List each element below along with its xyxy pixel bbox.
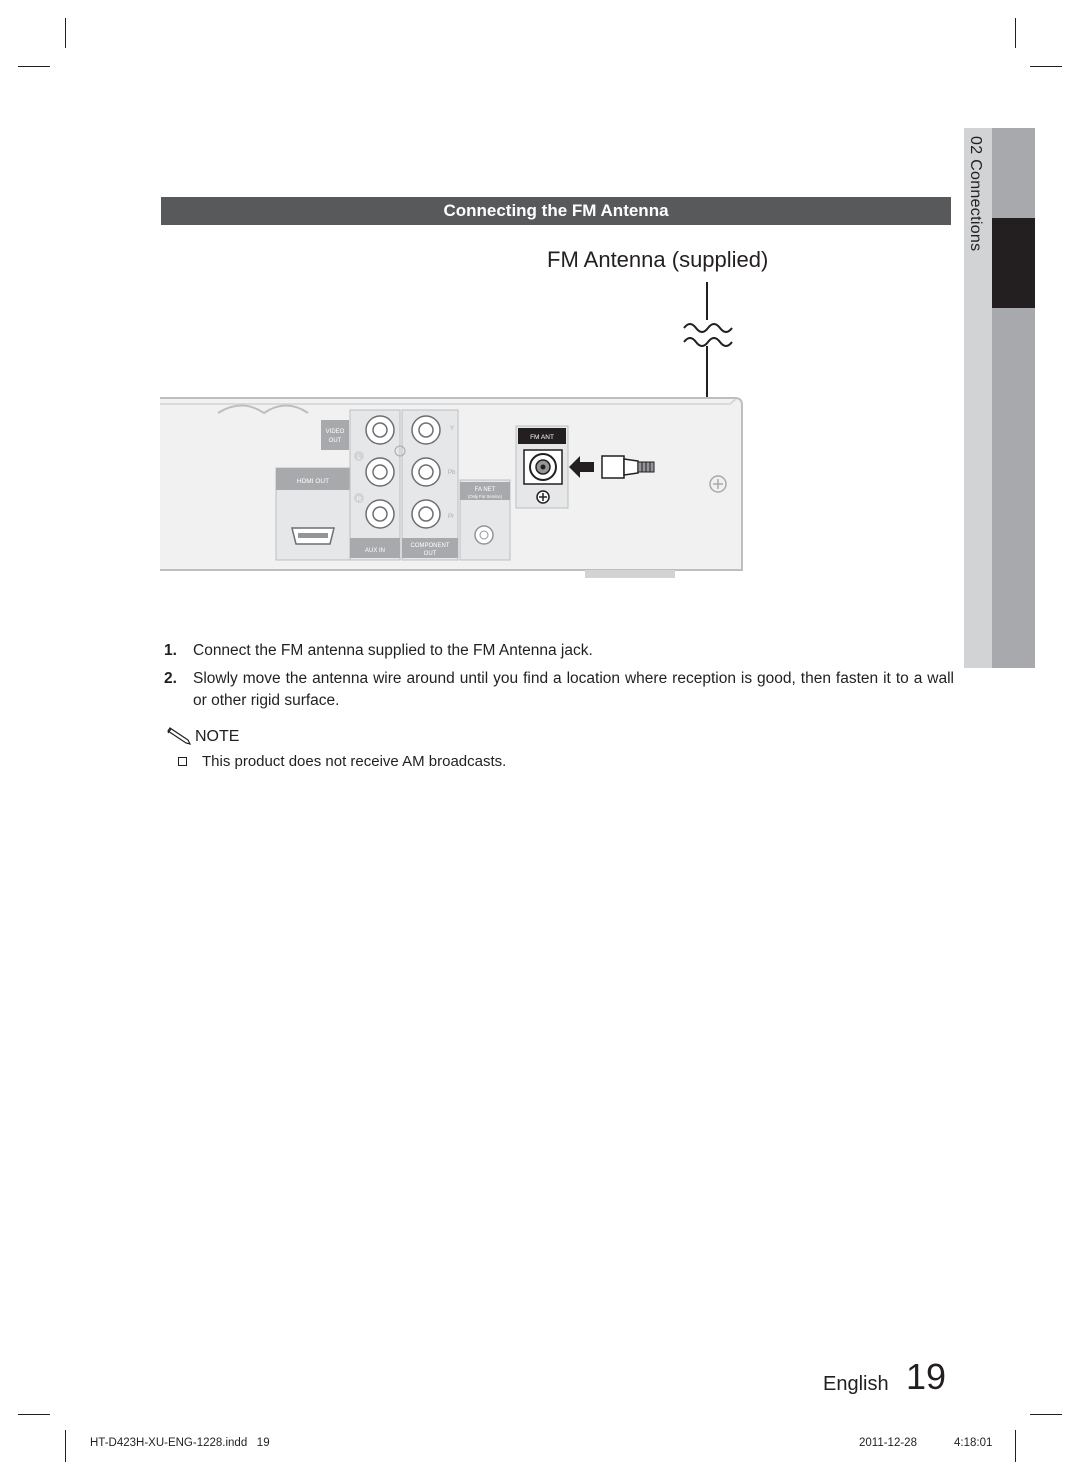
antenna-plug — [601, 455, 655, 479]
chapter-tab-dark — [992, 128, 1035, 668]
insert-arrow-icon — [569, 456, 594, 478]
step-2: 2. Slowly move the antenna wire around u… — [164, 668, 954, 712]
chapter-tab-light — [964, 128, 992, 668]
component-pb-label: Pb — [448, 470, 456, 476]
step-number: 2. — [164, 670, 177, 687]
aux-in-label: AUX IN — [365, 548, 385, 554]
section-title: Connecting the FM Antenna — [443, 201, 669, 220]
crop-mark — [18, 1414, 50, 1415]
fm-ant-label: FM ANT — [530, 434, 554, 441]
component-pr-label: Pr — [448, 514, 454, 520]
aux-r-label: R — [357, 497, 362, 503]
crop-mark — [65, 1430, 66, 1462]
fa-net-sub-label: (Only For Service) — [468, 494, 503, 499]
slug-file: HT-D423H-XU-ENG-1228.indd 19 — [90, 1437, 270, 1449]
aux-l-label: L — [357, 455, 361, 461]
component-y-label: Y — [450, 426, 454, 432]
chapter-label: 02 Connections — [967, 136, 984, 252]
note-title: NOTE — [195, 728, 240, 745]
fa-net-label: FA NET — [475, 487, 496, 493]
slug-time: 4:18:01 — [954, 1437, 993, 1449]
video-out-label: VIDEO — [326, 429, 345, 435]
step-1: 1. Connect the FM antenna supplied to th… — [164, 640, 954, 662]
step-text: Connect the FM antenna supplied to the F… — [193, 642, 593, 659]
video-out-label-box — [321, 420, 349, 450]
page-number: 19 — [906, 1356, 947, 1397]
crop-mark — [65, 18, 66, 48]
slug-date: 2011-12-28 — [859, 1437, 917, 1449]
step-text: Slowly move the antenna wire around unti… — [193, 670, 954, 709]
crop-mark — [1015, 1430, 1016, 1462]
chapter-tab-marker — [992, 218, 1035, 308]
component-label: COMPONENT — [411, 543, 450, 549]
diagram-title: FM Antenna (supplied) — [547, 247, 769, 272]
video-out-label-2: OUT — [329, 438, 342, 444]
note-item: This product does not receive AM broadca… — [178, 753, 506, 770]
note-text: This product does not receive AM broadca… — [202, 753, 507, 770]
crop-mark — [1030, 1414, 1062, 1415]
section-title-bar: Connecting the FM Antenna — [161, 197, 951, 225]
crop-mark — [1030, 66, 1062, 67]
pencil-icon — [167, 727, 192, 745]
square-bullet-icon — [178, 757, 187, 766]
hdmi-out-label: HDMI OUT — [297, 478, 329, 485]
component-label-2: OUT — [424, 551, 437, 557]
step-number: 1. — [164, 642, 177, 659]
rear-panel-diagram: VIDEO OUT HDMI OUT L R Y Pb Pr AUX IN CO… — [160, 282, 743, 578]
crop-mark — [18, 66, 50, 67]
note-heading: NOTE — [166, 727, 239, 747]
crop-mark — [1015, 18, 1016, 48]
rca-jacks — [365, 415, 441, 529]
footer-language: English — [823, 1373, 889, 1395]
